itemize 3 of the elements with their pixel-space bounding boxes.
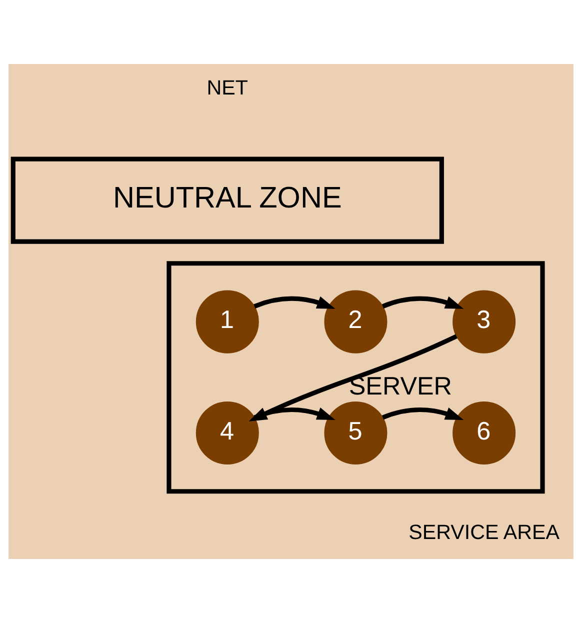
label: SERVICE AREA — [408, 520, 560, 544]
node-label: SERVER — [348, 372, 452, 401]
label: NET — [206, 76, 248, 100]
